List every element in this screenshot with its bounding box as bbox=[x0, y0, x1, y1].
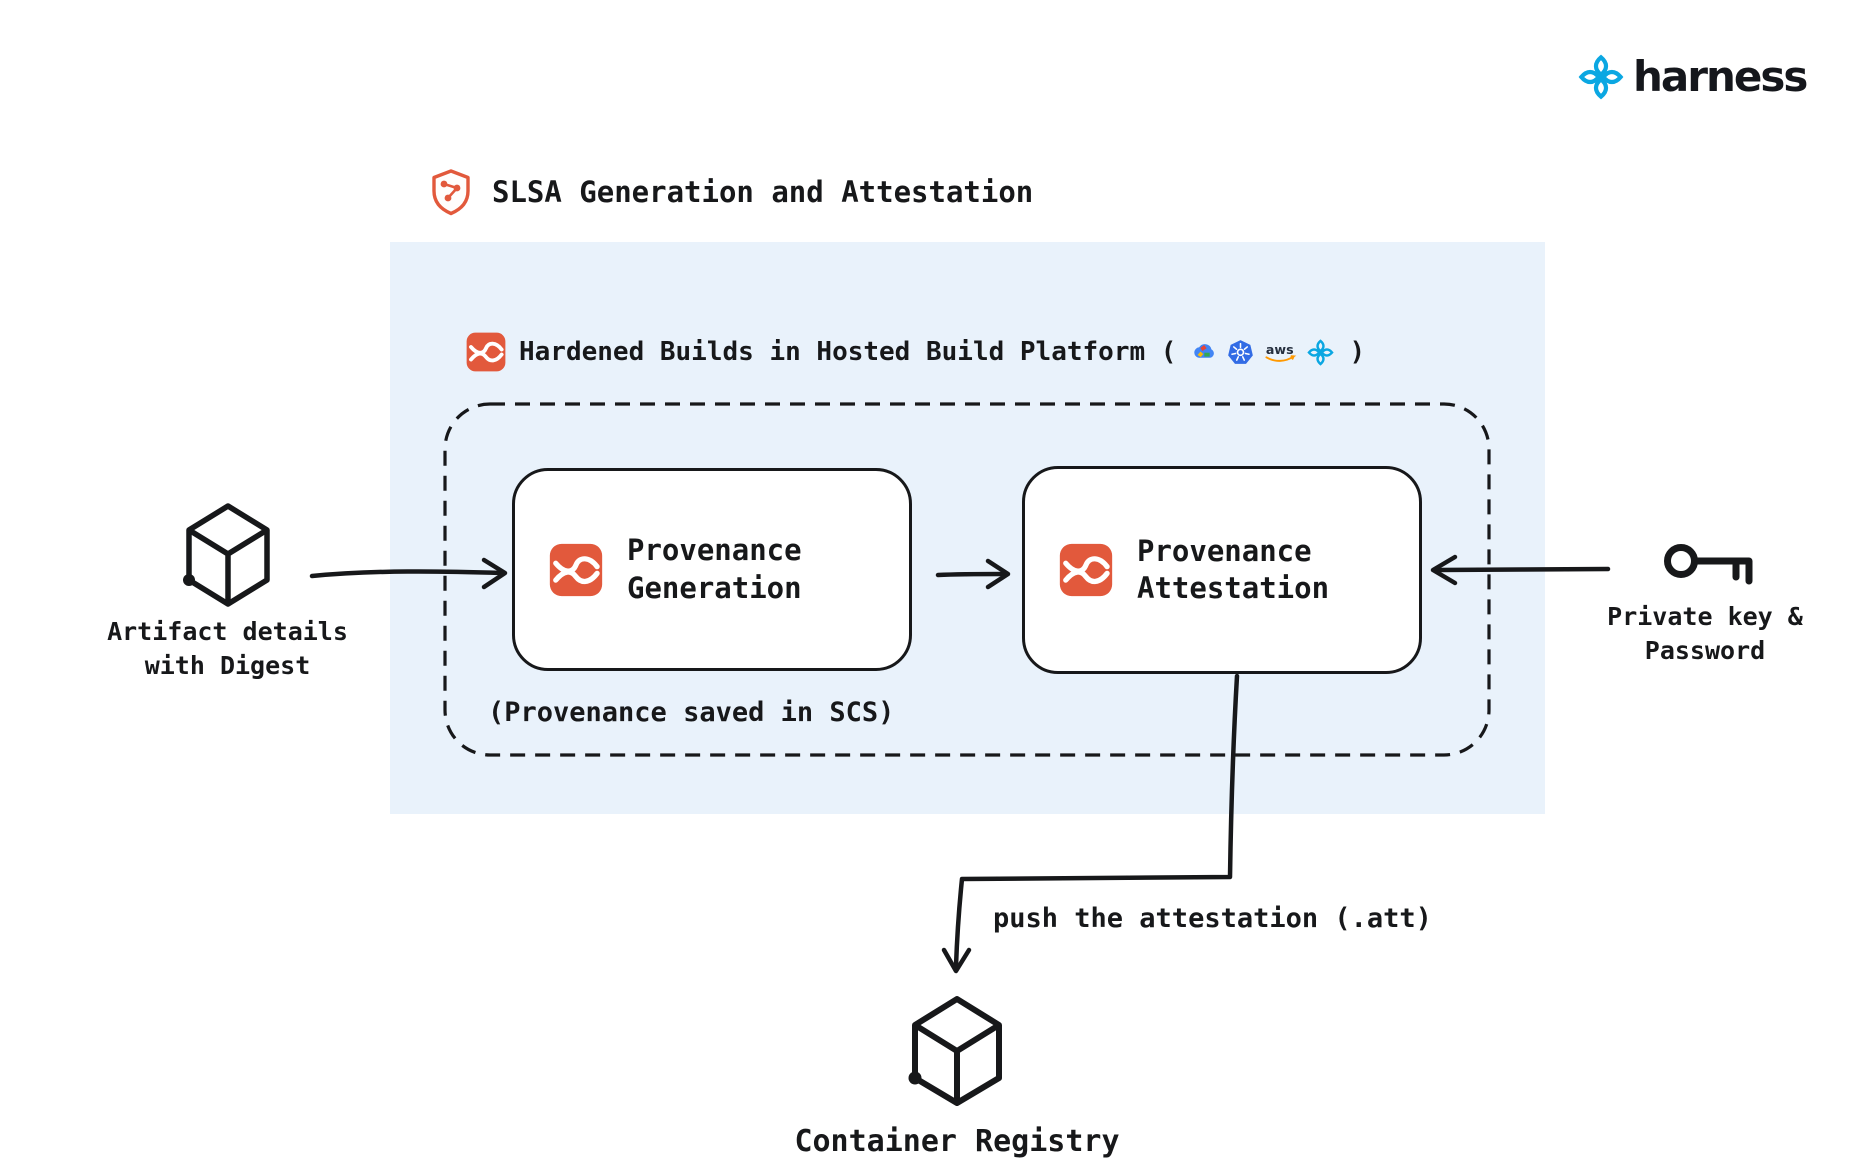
harness-logo: harness bbox=[1578, 52, 1808, 101]
panel-header-close-paren: ) bbox=[1349, 337, 1366, 367]
key-icon bbox=[1664, 544, 1753, 585]
provenance-note: (Provenance saved in SCS) bbox=[488, 697, 895, 728]
artifact-label-line1: Artifact details bbox=[107, 617, 348, 646]
provenance-attestation-label: Provenance Attestation bbox=[1137, 533, 1329, 607]
node-label-line: Provenance bbox=[627, 533, 802, 568]
provider-icons bbox=[1191, 339, 1334, 366]
artifact-label: Artifact details with Digest bbox=[70, 615, 385, 683]
node-label-line: Generation bbox=[627, 570, 802, 605]
key-label-line1: Private key & bbox=[1607, 602, 1803, 631]
panel-header-text: Hardened Builds in Hosted Build Platform… bbox=[519, 337, 1177, 367]
provenance-attestation-node: Provenance Attestation bbox=[1022, 466, 1422, 674]
title-row: SLSA Generation and Attestation bbox=[427, 167, 1033, 217]
harness-icon-small bbox=[1307, 339, 1334, 366]
artifact-label-line2: with Digest bbox=[144, 650, 311, 680]
slsa-shield-icon bbox=[427, 167, 475, 217]
kubernetes-icon bbox=[1227, 339, 1254, 366]
scs-module-icon bbox=[549, 543, 603, 597]
key-label-line2: Password bbox=[1644, 635, 1766, 665]
harness-logo-icon bbox=[1578, 54, 1624, 100]
aws-icon bbox=[1263, 340, 1298, 364]
provenance-generation-node: Provenance Generation bbox=[512, 468, 912, 671]
page-title: SLSA Generation and Attestation bbox=[492, 175, 1034, 209]
scs-module-icon bbox=[466, 332, 506, 372]
artifact-cube-icon bbox=[183, 503, 270, 607]
node-label-line: Attestation bbox=[1137, 571, 1330, 605]
container-registry-label: Container Registry bbox=[794, 1124, 1120, 1159]
harness-wordmark: harness bbox=[1633, 52, 1808, 101]
node-label-line: Provenance bbox=[1137, 533, 1312, 568]
provenance-generation-label: Provenance Generation bbox=[627, 532, 802, 606]
google-cloud-icon bbox=[1191, 339, 1218, 366]
panel-header: Hardened Builds in Hosted Build Platform… bbox=[466, 330, 1365, 374]
container-registry-cube-icon bbox=[908, 996, 1002, 1106]
key-label: Private key & Password bbox=[1565, 600, 1845, 668]
scs-module-icon bbox=[1059, 543, 1113, 597]
push-attestation-label: push the attestation (.att) bbox=[993, 903, 1432, 934]
